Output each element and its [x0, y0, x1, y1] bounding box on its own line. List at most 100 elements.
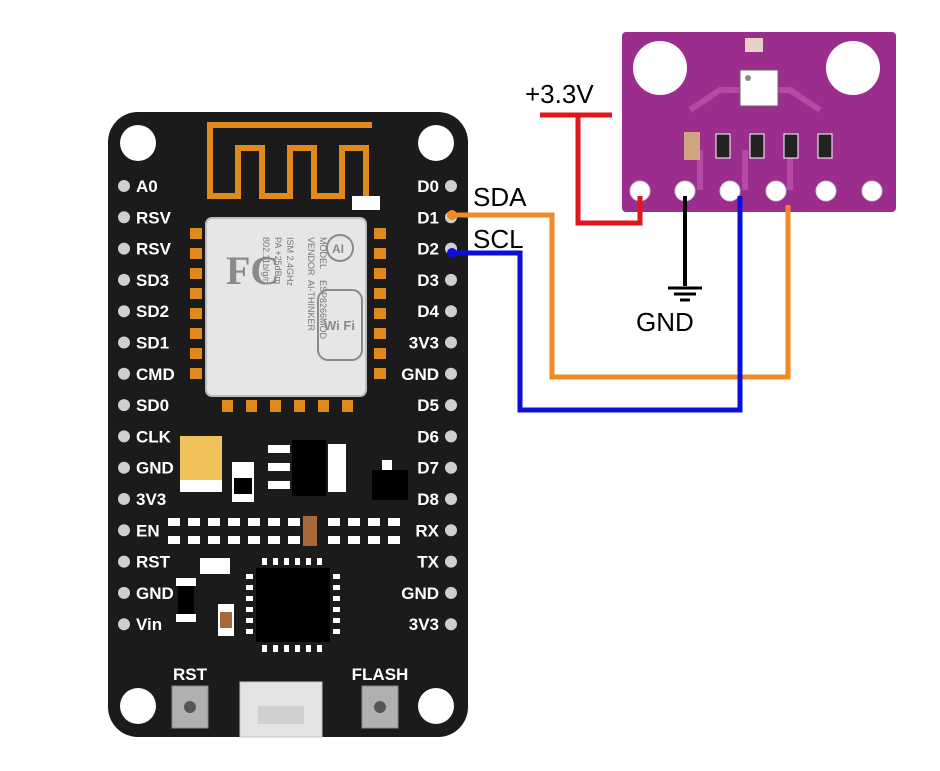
sensor-mounting-hole	[633, 41, 687, 95]
left-pin-clk	[118, 430, 130, 443]
sensor-mounting-hole	[826, 41, 880, 95]
flash-button-label: FLASH	[352, 665, 409, 684]
sensor-chip	[739, 69, 779, 107]
sensor-pins	[629, 180, 883, 202]
left-pin-rst	[118, 555, 130, 568]
left-pin-label-vin: Vin	[136, 615, 162, 634]
antenna-pad	[352, 196, 380, 210]
right-pin-label-rx: RX	[415, 521, 439, 540]
usb-port-opening	[258, 706, 304, 724]
right-pin-label-3v3: 3V3	[409, 334, 439, 353]
right-pin-d8	[445, 493, 457, 505]
sensor-pin-label-vcc: VCC	[643, 214, 675, 231]
wire-sda	[452, 205, 791, 380]
right-pin-d0	[445, 180, 457, 192]
right-pin-label-d8: D8	[417, 490, 439, 509]
nodemcu-board: MODEL VENDOR ESP8266MOD AI-THINKER ISM 2…	[108, 112, 468, 738]
flash-button-cap	[374, 701, 386, 713]
gnd-label: GND	[636, 307, 694, 337]
crystal	[200, 558, 230, 574]
sensor-chip-port	[745, 75, 751, 81]
scl-label: SCL	[473, 224, 524, 254]
right-pin-label-d3: D3	[417, 271, 439, 290]
module-text: 802.11b/g/n	[261, 237, 271, 284]
ai-logo-text: AI	[332, 242, 344, 256]
right-pin-label-gnd: GND	[401, 365, 439, 384]
sda-label: SDA	[473, 182, 527, 212]
dashed-strip	[168, 518, 400, 544]
regulator-lead	[268, 463, 290, 471]
module-text: ESP8266MOD	[318, 280, 328, 340]
left-pin-sd0	[118, 399, 130, 412]
transistor	[372, 470, 408, 500]
board-body	[108, 112, 468, 737]
sensor-pin-label-scl: SCL	[742, 214, 771, 231]
fcc-logo: FC	[226, 248, 279, 293]
rst-button-cap	[184, 701, 196, 713]
ground-symbol	[668, 286, 702, 302]
wifi-logo-text: Wi Fi	[324, 318, 355, 333]
d1-junction	[447, 210, 457, 220]
right-pin-gnd	[445, 367, 457, 380]
module-text: VENDOR	[306, 237, 316, 276]
right-pin-label-d7: D7	[417, 459, 439, 478]
right-pin-label-gnd: GND	[401, 584, 439, 603]
regulator-lead	[268, 445, 290, 453]
resistor	[303, 516, 317, 546]
right-pin-rx	[445, 524, 457, 537]
left-pin-rsv	[118, 242, 130, 255]
esp-module-shield	[205, 217, 367, 397]
usb-uart-chip	[256, 568, 330, 642]
smd-part	[817, 133, 833, 159]
right-pin-d7	[445, 461, 457, 474]
smd-part	[783, 133, 799, 159]
mounting-hole	[120, 688, 156, 724]
smd-part	[234, 478, 252, 494]
vcc-label: +3.3V	[525, 79, 594, 109]
left-pin-label-sd2: SD2	[136, 302, 169, 321]
module-marking: MODEL VENDOR ESP8266MOD AI-THINKER ISM 2…	[261, 237, 328, 340]
left-pin-en	[118, 524, 130, 537]
right-pin-d6	[445, 430, 457, 443]
left-pin-label-rsv: RSV	[136, 240, 172, 259]
right-pin-gnd	[445, 586, 457, 599]
left-pin-label-cmd: CMD	[136, 365, 175, 384]
module-text: ISM 2.4GHz	[285, 237, 295, 287]
left-pin-rsv	[118, 211, 130, 224]
right-pin-label-d2: D2	[417, 240, 439, 259]
left-pin-label-sd1: SD1	[136, 334, 169, 353]
wifi-logo	[317, 289, 363, 361]
left-pin-3v3	[118, 493, 130, 505]
left-pin-sd1	[118, 336, 130, 349]
wire-scl	[452, 196, 743, 413]
left-pin-label-en: EN	[136, 521, 160, 540]
right-pin-label-d5: D5	[417, 396, 439, 415]
left-pin-sd2	[118, 305, 130, 318]
left-pin-label-gnd: GND	[136, 584, 174, 603]
wire-vcc	[575, 115, 643, 226]
right-pin-label-d1: D1	[417, 208, 439, 227]
left-pin-cmd	[118, 367, 130, 380]
rst-button-label: RST	[173, 665, 208, 684]
chip-pins	[246, 558, 340, 652]
smd-part	[684, 132, 700, 160]
capacitor-band	[180, 480, 222, 492]
right-pin-label-3v3: 3V3	[409, 615, 439, 634]
left-pin-label-3v3: 3V3	[136, 490, 166, 509]
sensor-pin-label-gnd: GND	[693, 214, 727, 231]
smd-part	[176, 578, 196, 586]
right-pin-tx	[445, 555, 457, 568]
left-pin-sd3	[118, 273, 130, 286]
right-pin-label-d4: D4	[417, 302, 439, 321]
mounting-hole	[418, 125, 454, 161]
sensor-body	[622, 32, 896, 212]
right-pin-d4	[445, 305, 457, 318]
smd-capacitor	[220, 612, 232, 628]
smd-part	[176, 614, 196, 622]
right-pin-3v3	[445, 618, 457, 631]
left-pin-label-a0: A0	[136, 177, 158, 196]
regulator-lead	[268, 481, 290, 489]
right-pin-label-tx: TX	[417, 553, 439, 572]
regulator-tab	[328, 444, 346, 492]
